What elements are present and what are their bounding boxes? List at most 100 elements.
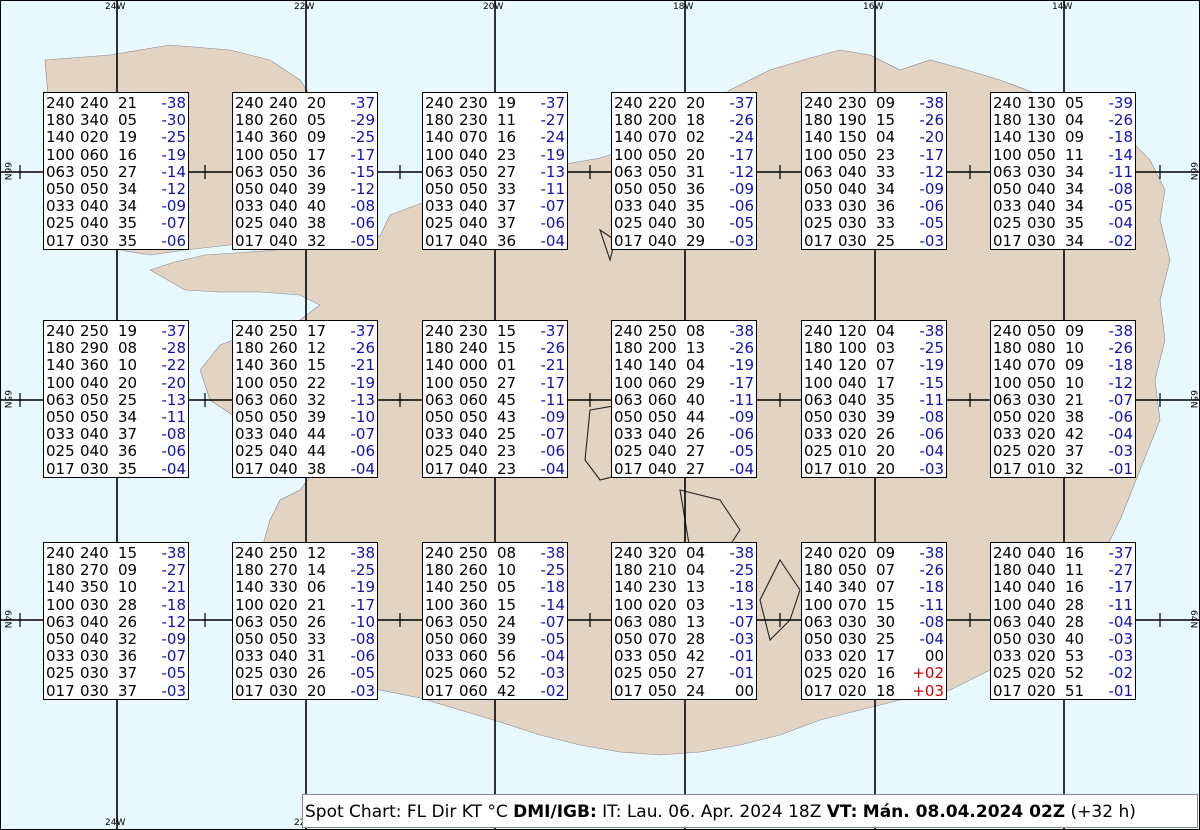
flight-level: 240: [614, 322, 643, 340]
flight-level: 025: [235, 664, 264, 683]
wind-direction: 040: [648, 214, 677, 233]
flight-level: 017: [46, 459, 75, 478]
wind-direction: 020: [838, 647, 867, 666]
wind-speed: 21: [307, 595, 327, 614]
flight-level: 025: [614, 442, 643, 461]
flight-level: 033: [235, 647, 264, 666]
wind-direction: 230: [648, 578, 677, 597]
flight-level: 050: [614, 629, 643, 648]
wind-speed: 03: [876, 339, 896, 358]
temperature: -04: [1108, 612, 1134, 631]
wind-direction: 260: [269, 339, 298, 358]
wind-direction: 020: [1027, 425, 1056, 444]
temperature: -08: [1108, 179, 1134, 198]
wind-direction: 040: [838, 373, 867, 392]
wind-speed: 34: [1065, 231, 1085, 250]
wind-speed: 26: [307, 664, 327, 683]
flight-level: 063: [46, 390, 75, 409]
temperature: -06: [540, 214, 566, 233]
flight-level: 140: [993, 356, 1022, 375]
wind-speed: 35: [118, 231, 138, 250]
temperature: -06: [729, 197, 755, 216]
temperature: -08: [350, 629, 376, 648]
wind-speed: 20: [876, 442, 896, 461]
wind-speed: 44: [307, 442, 327, 461]
flight-level: 063: [425, 612, 454, 631]
wind-speed: 05: [497, 578, 517, 597]
wind-speed: 26: [118, 612, 138, 631]
temperature: -12: [350, 179, 376, 198]
wind-direction: 030: [80, 681, 109, 700]
wind-direction: 040: [269, 197, 298, 216]
wind-direction: 040: [269, 425, 298, 444]
flight-level: 180: [993, 111, 1022, 130]
wind-speed: 16: [1065, 578, 1085, 597]
temperature: -25: [540, 561, 566, 580]
wind-direction: 260: [459, 561, 488, 580]
flight-level: 100: [993, 373, 1022, 392]
wind-speed: 08: [686, 322, 706, 340]
wind-speed: 09: [1065, 356, 1085, 375]
wind-speed: 15: [497, 339, 517, 358]
wind-speed: 35: [876, 390, 896, 409]
temperature: -03: [1108, 647, 1134, 666]
flight-level: 140: [425, 578, 454, 597]
flight-level: 063: [46, 612, 75, 631]
flight-level: 050: [614, 407, 643, 426]
wind-direction: 040: [269, 214, 298, 233]
temperature: -09: [919, 179, 945, 198]
temperature: -38: [161, 94, 187, 112]
wind-direction: 040: [459, 214, 488, 233]
temperature: -13: [350, 390, 376, 409]
wind-speed: 12: [307, 544, 327, 562]
flight-level: 050: [804, 629, 833, 648]
flight-level: 180: [235, 111, 264, 130]
temperature: -25: [350, 128, 376, 147]
wind-direction: 040: [459, 145, 488, 164]
flight-level: 100: [46, 373, 75, 392]
wind-speed: 53: [1065, 647, 1085, 666]
wind-direction: 230: [459, 94, 488, 112]
wind-direction: 200: [648, 339, 677, 358]
flight-level: 180: [804, 339, 833, 358]
wind-speed: 05: [307, 111, 327, 130]
wind-direction: 040: [459, 459, 488, 478]
temperature: -15: [350, 162, 376, 181]
wind-speed: 11: [1065, 561, 1085, 580]
temperature: -14: [161, 162, 187, 181]
wind-direction: 000: [459, 356, 488, 375]
wind-speed: 10: [497, 561, 517, 580]
lon-label-top: 22W: [294, 2, 315, 12]
lat-label-left: 66N: [2, 162, 12, 181]
temperature: -26: [1108, 339, 1134, 358]
temperature: -03: [729, 231, 755, 250]
wind-speed: 04: [686, 544, 706, 562]
wind-speed: 09: [307, 128, 327, 147]
temperature: -04: [919, 629, 945, 648]
temperature: -26: [919, 561, 945, 580]
wind-speed: 13: [686, 612, 706, 631]
